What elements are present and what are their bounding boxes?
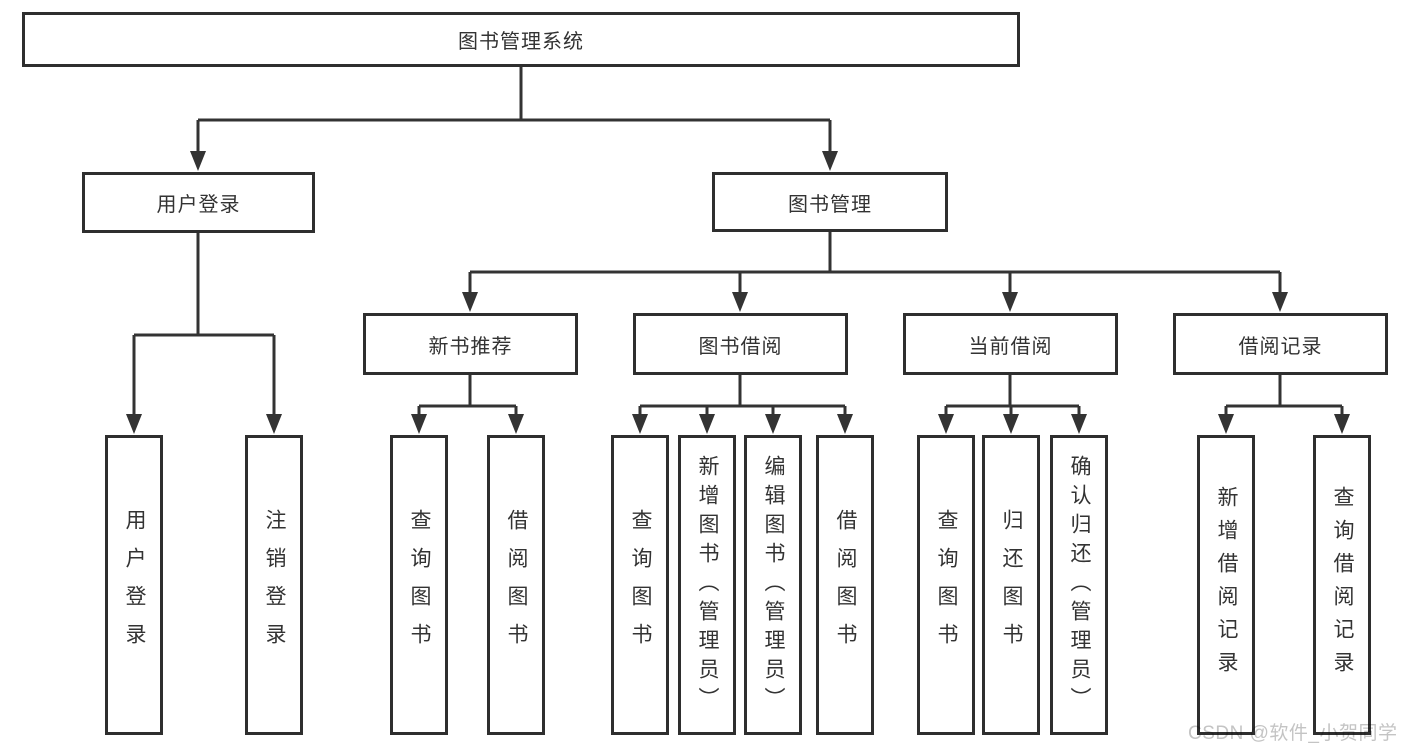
csdn-watermark: CSDN @软件_小贺同学 [1188, 723, 1398, 744]
leaf-label: 编辑图书（管理员） [762, 454, 785, 716]
node-current-borrow: 当前借阅 [903, 313, 1118, 375]
node-label: 图书管理系统 [458, 31, 584, 53]
node-label: 图书借阅 [698, 335, 783, 358]
leaf-logout: 注销登录 [245, 435, 303, 735]
leaf-cb-query-books: 查询图书 [917, 435, 975, 735]
leaf-label: 新增图书（管理员） [696, 454, 719, 716]
node-root-system: 图书管理系统 [22, 12, 1020, 67]
leaf-bb-query-books: 查询图书 [611, 435, 669, 735]
leaf-label: 新增借阅记录 [1215, 486, 1238, 684]
leaf-nb-borrow-books: 借阅图书 [487, 435, 545, 735]
leaf-label: 查询图书 [408, 509, 431, 661]
leaf-label: 查询图书 [629, 509, 652, 661]
node-book-management: 图书管理 [712, 172, 948, 232]
leaf-cb-return-books: 归还图书 [982, 435, 1040, 735]
node-label: 当前借阅 [968, 335, 1053, 358]
leaf-br-query-record: 查询借阅记录 [1313, 435, 1371, 735]
leaf-label: 用户登录 [123, 509, 146, 661]
leaf-br-add-record: 新增借阅记录 [1197, 435, 1255, 735]
node-user-login: 用户登录 [82, 172, 315, 233]
leaf-nb-query-books: 查询图书 [390, 435, 448, 735]
node-book-borrow: 图书借阅 [633, 313, 848, 375]
leaf-bb-add-books-admin: 新增图书（管理员） [678, 435, 736, 735]
leaf-bb-edit-books-admin: 编辑图书（管理员） [744, 435, 802, 735]
node-new-book-recommend: 新书推荐 [363, 313, 578, 375]
node-label: 用户登录 [156, 194, 241, 216]
leaf-label: 查询图书 [935, 509, 958, 661]
leaf-bb-borrow-books: 借阅图书 [816, 435, 874, 735]
node-borrow-records: 借阅记录 [1173, 313, 1388, 375]
leaf-label: 查询借阅记录 [1331, 486, 1354, 684]
leaf-label: 借阅图书 [505, 509, 528, 661]
node-label: 新书推荐 [428, 335, 513, 358]
leaf-label: 借阅图书 [834, 509, 857, 661]
node-label: 图书管理 [788, 193, 872, 216]
leaf-label: 归还图书 [1000, 509, 1023, 661]
leaf-user-login: 用户登录 [105, 435, 163, 735]
leaf-label: 确认归还（管理员） [1068, 454, 1091, 716]
leaf-cb-confirm-return-admin: 确认归还（管理员） [1050, 435, 1108, 735]
node-label: 借阅记录 [1238, 335, 1323, 358]
leaf-label: 注销登录 [263, 509, 286, 661]
